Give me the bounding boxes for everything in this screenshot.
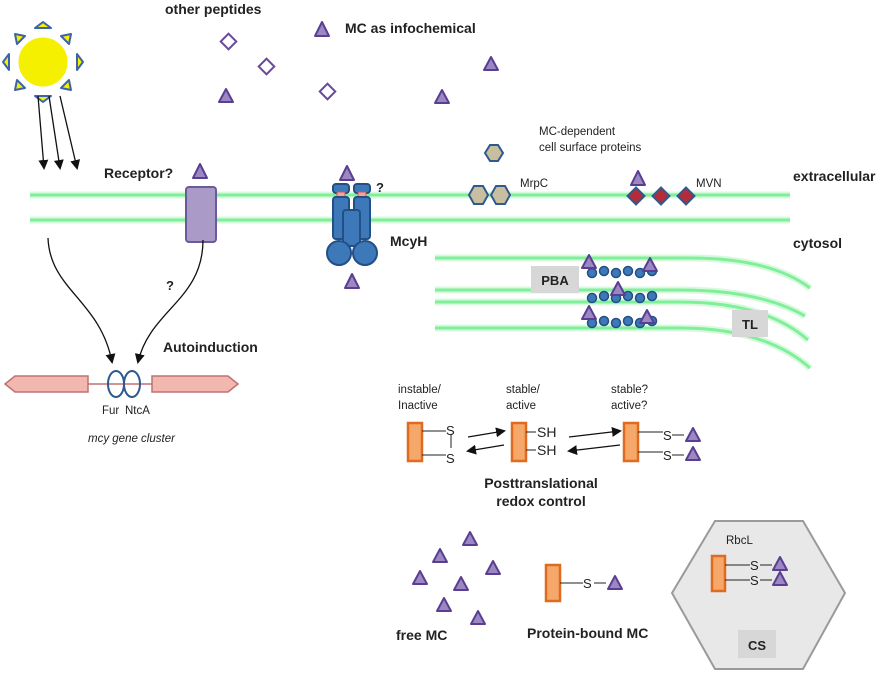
- bound-s-top: S: [663, 428, 672, 443]
- ntca-binding-site: [123, 370, 141, 398]
- rbcl-s-top: S: [750, 558, 759, 573]
- protein-bound-mc-label: Protein-bound MC: [527, 625, 648, 641]
- oxidation-arrow: [466, 444, 505, 455]
- peptide-diamond: [219, 32, 238, 51]
- stable-active-label-2: active: [506, 400, 536, 412]
- cs-label: CS: [748, 638, 766, 653]
- receptor-label: Receptor?: [104, 165, 173, 181]
- receptor-signal-arrow: [134, 239, 204, 364]
- mc-triangle: [434, 89, 450, 104]
- instable-label-2: Inactive: [398, 400, 438, 412]
- thiol-sh-top: SH: [537, 424, 556, 440]
- peptide-diamond: [318, 82, 337, 101]
- mcyh-transporter: [326, 183, 378, 266]
- mc-dependent-label-2: cell surface proteins: [539, 142, 642, 154]
- mrpc-label: MrpC: [520, 178, 548, 190]
- stable-active-label-1: stable/: [506, 384, 541, 396]
- autoinduction-label: Autoinduction: [163, 339, 258, 355]
- gene-cluster-label: mcy gene cluster: [88, 433, 176, 445]
- mc-release-arrow: [567, 444, 621, 456]
- instable-label-1: instable/: [398, 384, 442, 396]
- disulfide-s-bottom: S: [446, 451, 455, 466]
- bound-s-bottom: S: [663, 448, 672, 463]
- pba-box: [531, 266, 579, 293]
- mc-legend-triangle: [314, 21, 330, 37]
- cell-membrane: [30, 191, 790, 224]
- mc-triangle: [192, 163, 208, 179]
- free-mc-group: [412, 531, 501, 625]
- other-peptides-group: [219, 32, 337, 101]
- mvn-protein: [626, 186, 696, 206]
- mc-triangle: [339, 165, 355, 181]
- peptide-diamond: [257, 57, 276, 76]
- pba-label: PBA: [541, 273, 569, 288]
- tl-box: [732, 310, 768, 337]
- rbcl-s-bottom: S: [750, 573, 759, 588]
- cs-box: [738, 630, 776, 658]
- pba-bound-mc: [586, 265, 658, 329]
- protein-active-state: [510, 421, 536, 463]
- thiol-sh-bottom: SH: [537, 442, 556, 458]
- mrpc-protein: [467, 185, 512, 205]
- cytosol-label: cytosol: [793, 235, 842, 251]
- mc-triangle: [630, 170, 646, 186]
- mc-triangle: [218, 88, 234, 103]
- stable-q-label-1: stable?: [611, 384, 648, 396]
- mc-dependent-label-1: MC-dependent: [539, 126, 616, 138]
- reduction-arrow: [467, 427, 506, 438]
- mcy-gene-cluster: [3, 370, 240, 398]
- disulfide-s-top: S: [446, 423, 455, 438]
- light-signal-arrow: [47, 237, 116, 364]
- stable-q-label-2: active?: [611, 400, 647, 412]
- mc-triangle: [344, 273, 360, 289]
- other-peptides-label: other peptides: [165, 1, 262, 17]
- receptor-question-mark: ?: [166, 278, 174, 293]
- ntca-label: NtcA: [125, 405, 150, 417]
- mc-triangle: [483, 56, 499, 71]
- mcyh-question-mark: ?: [376, 180, 384, 195]
- sunlight-arrows: [37, 95, 81, 170]
- cell-surface-protein-icon: [483, 144, 505, 162]
- protein-mc-bound-state: [622, 421, 701, 463]
- receptor-protein: [185, 186, 217, 243]
- fur-label: Fur: [102, 405, 119, 417]
- ptm-label-2: redox control: [496, 493, 585, 509]
- bound-mc-s: S: [583, 576, 592, 591]
- ptm-label-1: Posttranslational: [484, 475, 598, 491]
- rbcl-label: RbcL: [726, 535, 753, 547]
- rbcl-mc-bound: [710, 554, 788, 593]
- mvn-label: MVN: [696, 178, 722, 190]
- extracellular-label: extracellular: [793, 168, 876, 184]
- free-mc-label: free MC: [396, 627, 447, 643]
- mc-infochemical-label: MC as infochemical: [345, 20, 476, 36]
- pba-mc-triangles: [581, 254, 658, 324]
- protein-inactive-state: [406, 421, 452, 463]
- protein-bound-mc: [544, 563, 623, 603]
- sun-icon: [2, 21, 84, 103]
- mc-binding-arrow: [568, 426, 622, 438]
- mcyh-label: McyH: [390, 233, 427, 249]
- mc-infochemical-group: [218, 56, 499, 104]
- tl-label: TL: [742, 317, 758, 332]
